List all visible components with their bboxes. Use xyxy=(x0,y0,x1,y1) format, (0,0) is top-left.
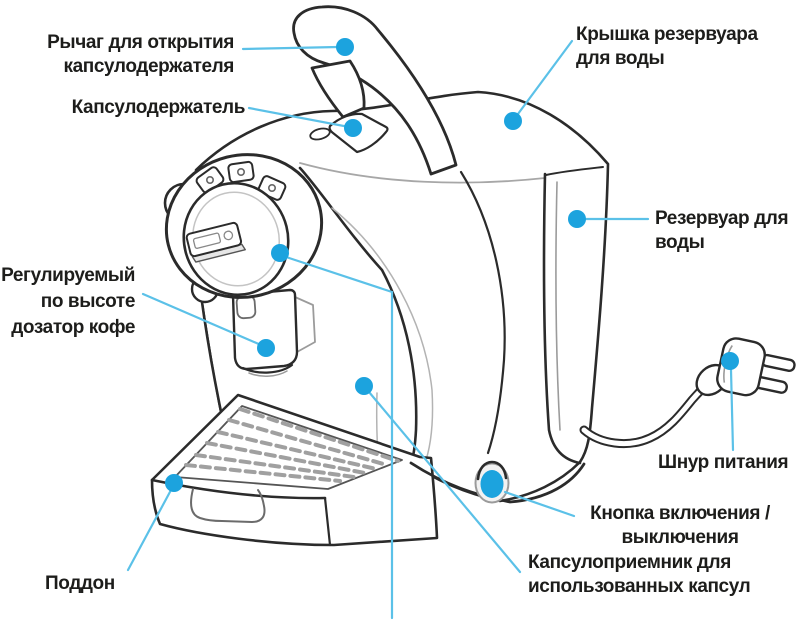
callout-line-dispenser xyxy=(141,292,263,347)
callout-line-head xyxy=(281,254,394,620)
marker-dot-head xyxy=(271,244,289,262)
label-power-cord: Шнур питания xyxy=(658,452,789,473)
coffee-dispenser xyxy=(231,288,316,377)
medium-cup-icon xyxy=(237,168,246,177)
marker-dot-lid xyxy=(504,112,522,130)
label-power-button: Кнопка включения / выключения xyxy=(590,503,770,548)
label-tank-lid: Крышка резервуара для воды xyxy=(576,24,758,69)
callout-line-cord xyxy=(729,368,735,452)
label-drip-tray: Поддон xyxy=(45,573,115,594)
marker-dot-dispenser xyxy=(257,339,275,357)
callout-line-holder xyxy=(247,106,351,129)
power-button xyxy=(474,460,510,504)
marker-dot-lever xyxy=(336,38,354,56)
lever xyxy=(292,5,458,176)
label-lever-open: Рычаг для открытия капсулодержателя xyxy=(47,32,234,77)
callout-line-lever xyxy=(241,45,340,51)
callout-line-bin xyxy=(367,390,522,574)
callout-line-power xyxy=(503,490,576,518)
label-capsule-bin: Капсулоприемник для использованных капсу… xyxy=(528,552,751,597)
lever-jaw xyxy=(310,59,366,119)
marker-dot-plug xyxy=(721,352,739,370)
brand-badge xyxy=(185,221,246,263)
callout-line-lid xyxy=(513,39,574,120)
label-dispenser: Регулируемый по высоте дозатор кофе xyxy=(1,265,135,338)
water-tank-panel xyxy=(542,166,604,465)
marker-dot-bin xyxy=(355,377,373,395)
small-cup-icon xyxy=(206,176,215,185)
label-water-tank: Резервуар для воды xyxy=(655,208,789,253)
brew-head xyxy=(163,153,324,304)
large-cup-icon xyxy=(267,184,276,193)
marker-dot-holder xyxy=(344,119,362,137)
marker-dot-tank xyxy=(568,210,586,228)
label-capsule-holder: Капсулодержатель xyxy=(71,97,246,118)
power-cord xyxy=(579,375,717,448)
callout-line-tray xyxy=(126,488,173,572)
drip-tray xyxy=(150,393,439,547)
marker-dot-tray xyxy=(165,474,183,492)
power-plug xyxy=(695,337,796,397)
